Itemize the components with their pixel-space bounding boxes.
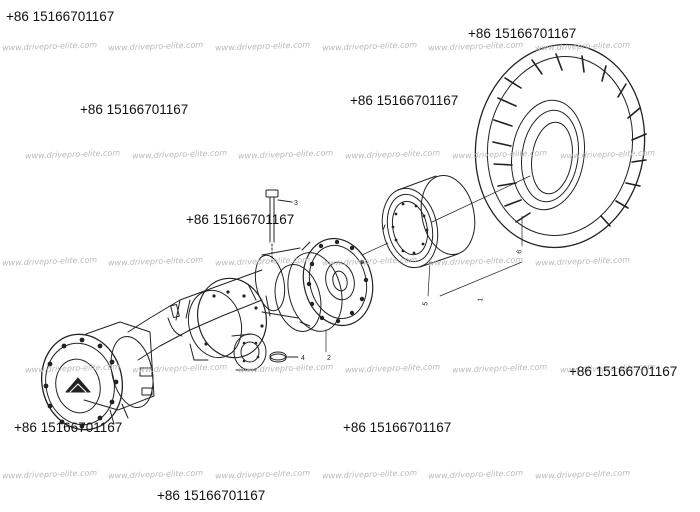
callout-2: 2 — [327, 355, 331, 362]
wheel-hub — [254, 237, 374, 332]
axle-housing — [127, 269, 271, 371]
phone-number: +86 15166701167 — [468, 26, 577, 41]
tire — [474, 43, 647, 249]
phone-number: +86 15166701167 — [343, 420, 452, 435]
axle-centerline — [361, 175, 531, 256]
left-wheel-end — [40, 321, 155, 431]
callout-1: 1 — [477, 297, 485, 302]
phone-number: +86 15166701167 — [350, 93, 459, 108]
phone-number: +86 15166701167 — [80, 102, 189, 117]
phone-number: +86 15166701167 — [6, 9, 115, 24]
bolt — [265, 189, 293, 263]
phone-number: +86 15166701167 — [186, 212, 295, 227]
callout-5: 5 — [422, 301, 430, 306]
callout-3: 3 — [294, 200, 298, 207]
rim — [381, 175, 476, 269]
phone-number: +86 15166701167 — [14, 420, 123, 435]
callout-6: 6 — [516, 249, 524, 254]
callout-4: 4 — [301, 355, 305, 362]
washer — [269, 351, 299, 363]
phone-number: +86 15166701167 — [157, 488, 266, 503]
phone-number: +86 15166701167 — [569, 364, 678, 379]
